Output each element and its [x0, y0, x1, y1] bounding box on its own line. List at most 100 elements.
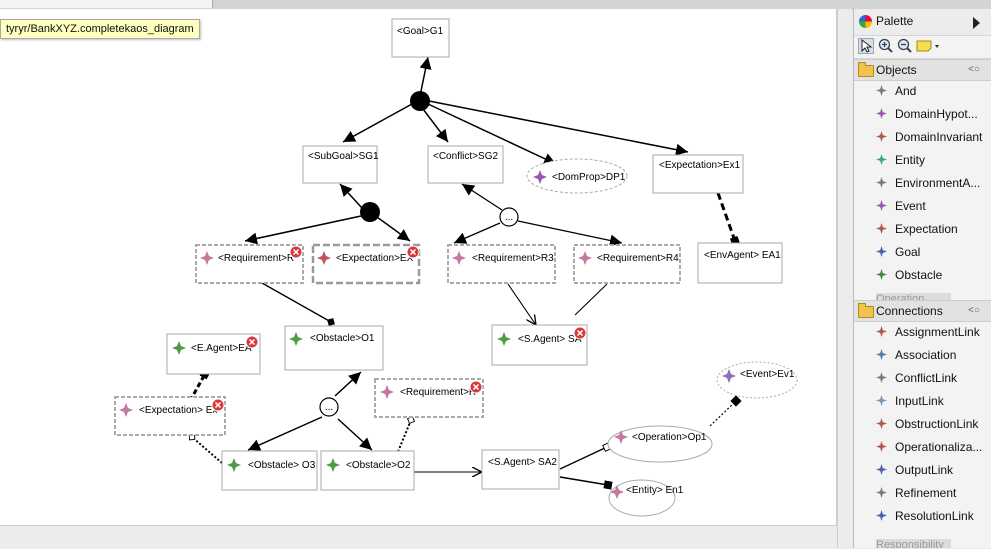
requirement-node-r4[interactable]: <Requirement>R4 [573, 244, 681, 284]
event-node-ev1[interactable]: <Event>Ev1 [716, 361, 798, 399]
palette-connection-outputlink[interactable]: OutputLink [876, 460, 990, 480]
requirement-node-r-low[interactable]: <Requirement>R [374, 378, 484, 418]
palette-object-and[interactable]: And [876, 81, 990, 101]
obstacle-node-o2[interactable]: <Obstacle>O2 [320, 450, 415, 491]
refinement-link[interactable] [342, 103, 413, 143]
resolution-link[interactable] [188, 368, 211, 402]
refinement-link[interactable] [334, 371, 362, 397]
conflict-link[interactable] [461, 183, 503, 211]
palette-connection-refinement[interactable]: Refinement [876, 483, 990, 503]
palette-object-obstacle[interactable]: Obstacle [876, 265, 990, 285]
zoom-in-icon[interactable] [878, 38, 894, 54]
goal-node-g1[interactable]: <Goal>G1 [391, 18, 450, 58]
output-link[interactable] [559, 476, 613, 490]
operationalization-link[interactable] [559, 442, 612, 470]
refinement-link[interactable] [247, 416, 323, 451]
star-icon [876, 487, 887, 498]
or-junction-label: ... [325, 402, 333, 413]
eagent-label: <E.Agent>EA [191, 343, 252, 354]
requirement-node-r3[interactable]: <Requirement>R3 [447, 244, 556, 284]
conflict-link[interactable] [517, 220, 623, 247]
expectation-node-ex-low[interactable]: <Expectation> Ex [114, 396, 226, 436]
select-pointer-icon[interactable] [858, 38, 874, 54]
refinement-link[interactable] [419, 56, 432, 97]
note-dropdown-icon[interactable] [916, 38, 942, 54]
or-junction-sg2[interactable] [499, 207, 519, 227]
palette-object-event[interactable]: Event [876, 196, 990, 216]
refinement-link[interactable] [337, 418, 373, 451]
sagent-node-sa[interactable]: <S.Agent> SA [491, 324, 588, 366]
zoom-out-icon[interactable] [897, 38, 913, 54]
palette-connection-assignmentlink[interactable]: AssignmentLink [876, 322, 990, 342]
assignment-link[interactable] [716, 192, 741, 247]
refinement-link[interactable] [427, 103, 557, 165]
palette-item-label: Refinement [895, 486, 957, 500]
horizontal-scrollbar[interactable] [0, 525, 837, 549]
assignment-link[interactable] [574, 283, 608, 316]
expectation-node-ex1[interactable]: <Expectation>Ex1 [652, 154, 744, 194]
palette-connection-obstructionlink[interactable]: ObstructionLink [876, 414, 990, 434]
palette-item-label: Obstacle [895, 268, 943, 282]
sagent-node-sa2[interactable]: <S.Agent> SA2 [481, 449, 560, 490]
requirement-node-r-left[interactable]: <Requirement>R [195, 244, 304, 284]
palette-object-entity[interactable]: Entity [876, 150, 990, 170]
star-icon [876, 85, 887, 96]
palette-object-goal[interactable]: Goal [876, 242, 990, 262]
palette-connection-operationaliza[interactable]: Operationaliza... [876, 437, 990, 457]
palette-item-clipped[interactable]: Responsibility [876, 539, 951, 548]
conflict-node-sg2[interactable]: <Conflict>SG2 [427, 145, 504, 184]
domprop-node-dp1[interactable]: <DomProp>DP1 [526, 158, 628, 194]
diagram-canvas[interactable]: ... ... <Goal>G1 <SubGoal>SG1 <Conflict>… [0, 9, 837, 525]
and-junction-sg1[interactable] [360, 202, 380, 222]
editor-tab[interactable] [0, 0, 213, 8]
envagent-node-ea1[interactable]: <EnvAgent> EA1 [697, 242, 783, 284]
palette-object-environmenta[interactable]: EnvironmentA... [876, 173, 990, 193]
eagent-node-ea[interactable]: <E.Agent>EA [166, 333, 261, 375]
star-icon [876, 108, 887, 119]
palette-item-label: DomainInvariant [895, 130, 983, 144]
conflict-link[interactable] [453, 222, 501, 244]
refinement-link[interactable] [244, 215, 362, 245]
and-junction-top[interactable] [410, 91, 430, 111]
palette-toggle-arrow-icon[interactable] [973, 17, 980, 29]
obstacle-node-o3[interactable]: <Obstacle> O3 [221, 450, 318, 491]
obstruction-link[interactable] [261, 282, 335, 326]
palette-connection-inputlink[interactable]: InputLink [876, 391, 990, 411]
palette-connection-association[interactable]: Association [876, 345, 990, 365]
entity-node-en1[interactable]: <Entity> En1 [608, 479, 684, 517]
objects-drawer[interactable]: Objects <○ [854, 59, 991, 81]
palette-item-label: Goal [895, 245, 921, 259]
obstacle-label: <Obstacle> O3 [248, 460, 316, 471]
collapse-drawer-icon[interactable]: <○ [968, 305, 980, 316]
palette-toolbar [854, 36, 991, 59]
palette-object-expectation[interactable]: Expectation [876, 219, 990, 239]
expectation-node-ex-mid[interactable]: <Expectation>EX [311, 243, 421, 285]
palette-object-domaininvariant[interactable]: DomainInvariant [876, 127, 990, 147]
vertical-scrollbar[interactable] [837, 9, 852, 548]
refinement-link[interactable] [428, 100, 689, 156]
assignment-link[interactable] [507, 283, 536, 325]
palette-item-clipped[interactable]: Operation [876, 293, 951, 302]
star-icon [876, 223, 887, 234]
subgoal-label: <SubGoal>SG1 [308, 151, 379, 162]
resolution-link[interactable] [394, 415, 416, 460]
connections-drawer[interactable]: Connections <○ [854, 300, 991, 322]
refinement-link[interactable] [339, 183, 363, 209]
resolution-link[interactable] [188, 433, 223, 464]
palette-item-label: OutputLink [895, 463, 954, 477]
kaos-diagram[interactable]: ... ... <Goal>G1 <SubGoal>SG1 <Conflict>… [0, 9, 836, 525]
operation-node-op1[interactable]: <Operation>Op1 [607, 425, 713, 463]
refinement-link[interactable] [422, 108, 449, 143]
obstacle-node-o1[interactable]: <Obstacle>O1 [284, 325, 384, 371]
palette-object-domainhypot[interactable]: DomainHypot... [876, 104, 990, 124]
refinement-link[interactable] [376, 216, 411, 242]
palette-connection-conflictlink[interactable]: ConflictLink [876, 368, 990, 388]
obstacle-label: <Obstacle>O2 [346, 460, 411, 471]
event-link[interactable] [709, 395, 742, 427]
collapse-drawer-icon[interactable]: <○ [968, 64, 980, 75]
or-junction-o1[interactable] [319, 397, 339, 417]
palette-connection-resolutionlink[interactable]: ResolutionLink [876, 506, 990, 526]
requirement-star-icon [200, 251, 214, 265]
subgoal-node-sg1[interactable]: <SubGoal>SG1 [302, 145, 379, 184]
file-path-tooltip: tyryr/BankXYZ.completekaos_diagram [0, 19, 200, 39]
